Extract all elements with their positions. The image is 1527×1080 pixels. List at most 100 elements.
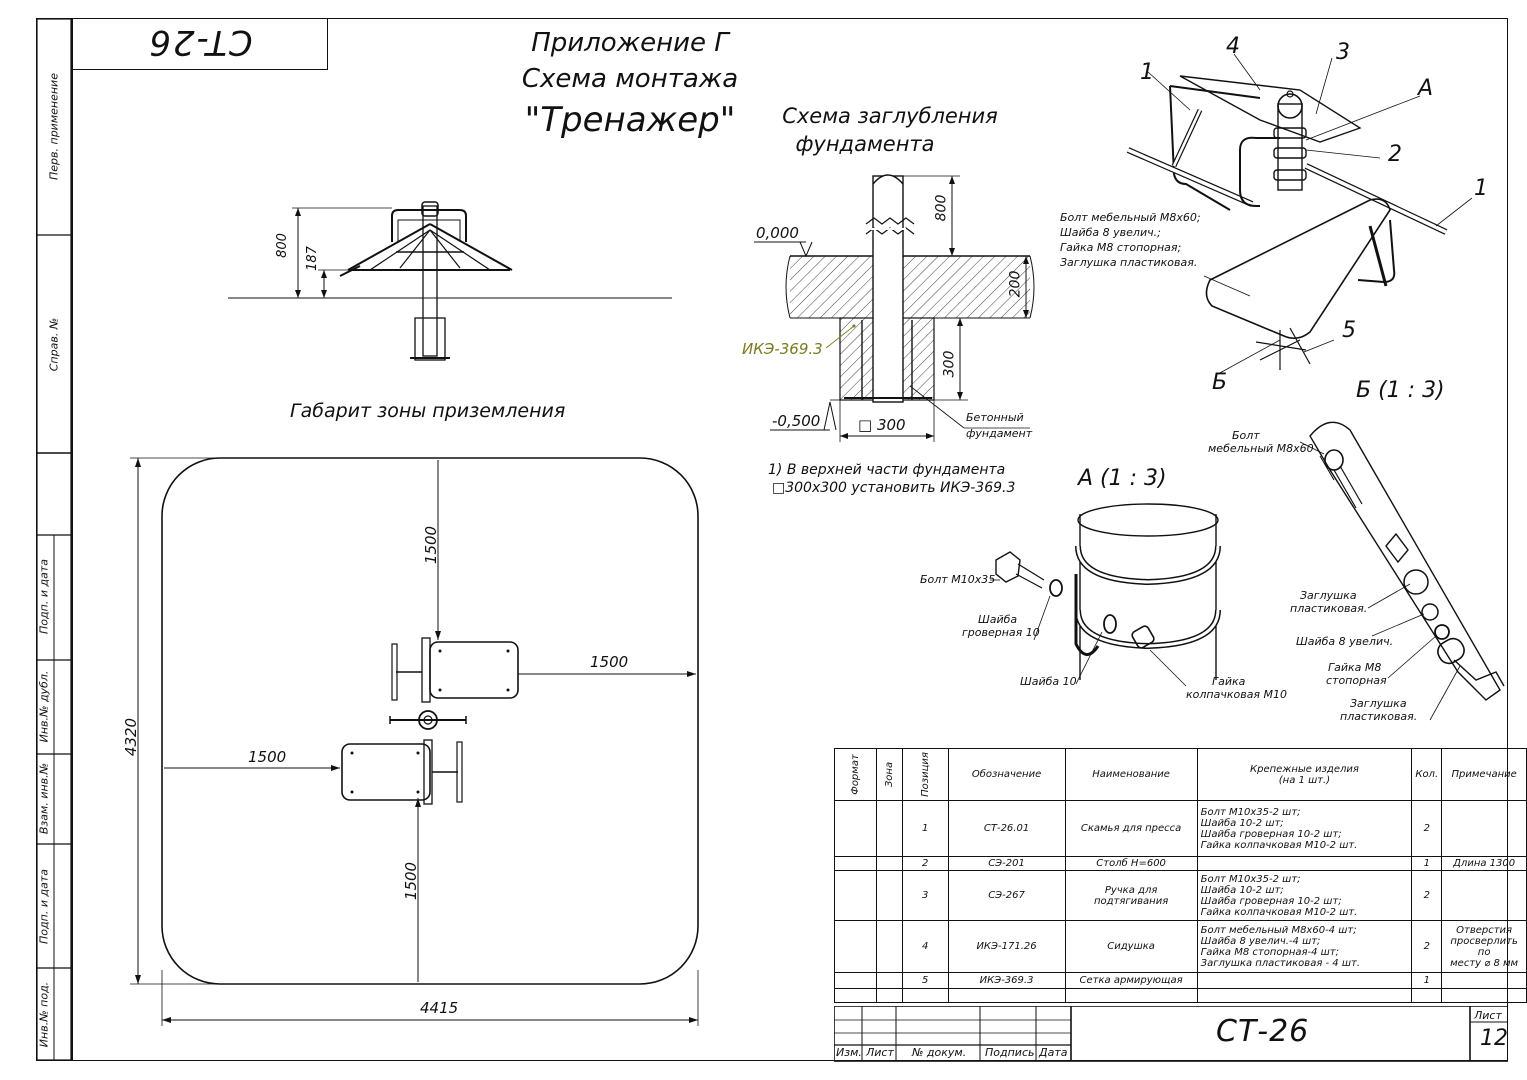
iso-pos-3: 3: [1336, 40, 1350, 65]
spec-cell-qty: 2: [1411, 920, 1443, 973]
detail-a-bolt: Болт М10х35: [920, 573, 996, 586]
iso-pos-B: Б: [1212, 370, 1228, 395]
iso-pos-5: 5: [1342, 318, 1356, 343]
title-line2: Схема монтажа: [521, 64, 739, 94]
spec-header-note: Примечание: [1441, 748, 1527, 801]
spec-note-line: месту ⌀ 8 мм: [1450, 957, 1519, 969]
side-view-drawing: [228, 201, 672, 361]
spec-cell-designation: ИКЭ-171.26: [947, 920, 1066, 973]
landing-title: Габарит зоны приземления: [290, 400, 566, 422]
detail-b-cap1-1: Заглушка: [1300, 589, 1357, 602]
tb-izm: Изм.: [836, 1046, 862, 1059]
landing-zone-drawing: [130, 457, 699, 1026]
table-row: 1 СТ-26.01 Скамья для пресса Болт М10х35…: [834, 800, 1527, 857]
title-line3: "Тренажер": [524, 100, 736, 140]
detail-a-grover-1: Шайба: [978, 613, 1018, 626]
side-dim-800: 800: [274, 233, 290, 258]
table-row: [834, 988, 1527, 1003]
detail-b-nut-1: Гайка М8: [1328, 661, 1382, 674]
table-row: 4 ИКЭ-171.26 Сидушка Болт мебельный М8х6…: [834, 920, 1527, 973]
spec-cell-pos: 2: [901, 856, 949, 871]
spec-cell-pos: 4: [901, 920, 949, 973]
landing-dim-4415: 4415: [420, 999, 459, 1017]
spec-cell-name: Столб Н=600: [1064, 856, 1198, 871]
detail-b-drawing: [1299, 421, 1505, 721]
side-dim-187: 187: [304, 246, 320, 271]
spec-cell-qty: 1: [1411, 856, 1443, 871]
spec-cell-name: Сидушка: [1064, 920, 1198, 973]
foundation-concrete-line2: фундамент: [966, 427, 1033, 440]
spec-cell-name: Сетка армирующая: [1064, 972, 1198, 989]
foundation-note-line2: □300x300 установить ИКЭ-369.3: [772, 480, 1016, 496]
foundation-note-line1: 1) В верхней части фундамента: [768, 462, 1006, 478]
spec-cell-designation: СЭ-201: [947, 856, 1066, 871]
detail-b-cap2-1: Заглушка: [1350, 697, 1407, 710]
spec-cell-fasteners: Болт М10х35-2 шт;Шайба 10-2 шт;Шайба гро…: [1196, 870, 1413, 921]
strip-podp-data-1: Подп. и дата: [37, 559, 51, 634]
detail-b-nut-2: стопорная: [1326, 674, 1387, 687]
spec-header-qty: Кол.: [1411, 748, 1443, 801]
spec-cell-name: Ручка для подтягивания: [1064, 870, 1198, 921]
detail-a-washer10: Шайба 10: [1020, 675, 1077, 688]
spec-fastener-line: Шайба 10-2 шт;: [1200, 884, 1284, 896]
strip-perv-primenenie: Перв. применение: [47, 73, 61, 180]
detail-a-nut-1: Гайка: [1212, 675, 1246, 688]
isometric-drawing: [1126, 53, 1473, 375]
spec-header-row: Формат Зона Позиция Обозначение Наименов…: [834, 748, 1527, 801]
landing-dim-1500-left: 1500: [248, 748, 287, 766]
landing-dim-1500-bottom: 1500: [402, 861, 421, 901]
detail-b-bolt-2: мебельный М8х60: [1208, 442, 1314, 455]
landing-dim-1500-top: 1500: [422, 525, 441, 565]
table-row: 2 СЭ-201 Столб Н=600 1 Длина 1300: [834, 856, 1527, 871]
spec-fastener-line: Гайка М8 стопорная-4 шт;: [1200, 946, 1339, 958]
spec-header-pos: Позиция: [919, 752, 931, 797]
spec-cell-note: Длина 1300: [1441, 856, 1527, 871]
detail-a-title: А (1 : 3): [1078, 466, 1167, 491]
detail-a-nut-2: колпачковая М10: [1186, 688, 1288, 701]
code-box: CT-26: [72, 18, 328, 70]
spec-cell-pos: 5: [901, 972, 949, 989]
strip-inv-dubl: Инв.№ дубл.: [37, 670, 51, 743]
table-row: 5 ИКЭ-369.3 Сетка армирующая 1: [834, 972, 1527, 989]
spec-fastener-line: Заглушка пластиковая - 4 шт.: [1200, 957, 1360, 969]
foundation-dim-sq300: □ 300: [858, 416, 906, 434]
spec-fastener-line: Гайка колпачковая М10-2 шт.: [1200, 839, 1358, 851]
title-block-grid: [834, 1006, 1508, 1062]
foundation-concrete-line1: Бетонный: [966, 411, 1024, 424]
sheet-frame: [72, 18, 1508, 1061]
foundation-title-line1: Схема заглубления: [782, 104, 998, 128]
foundation-title-line2: фундамента: [795, 132, 935, 156]
spec-fastener-line: Шайба гроверная 10-2 шт;: [1200, 895, 1342, 907]
foundation-level-bottom: -0,500: [772, 412, 821, 430]
spec-header-designation: Обозначение: [947, 748, 1066, 801]
spec-cell-qty: 2: [1411, 800, 1443, 857]
spec-cell-qty: 2: [1411, 870, 1443, 921]
title-line1: Приложение Г: [531, 28, 729, 58]
tb-podpis: Подпись: [985, 1046, 1035, 1059]
iso-pos-A: А: [1418, 76, 1434, 101]
iso-pos-2: 2: [1388, 142, 1402, 167]
spec-cell-note: [1441, 800, 1527, 857]
spec-note-line: Отверстия: [1456, 924, 1513, 936]
spec-cell-fasteners: Болт М10х35-2 шт;Шайба 10-2 шт;Шайба гро…: [1196, 800, 1413, 857]
spec-cell-pos: 3: [901, 870, 949, 921]
foundation-drawing: [754, 174, 1035, 442]
detail-a-drawing: [990, 503, 1221, 687]
iso-bolts-line4: Заглушка пластиковая.: [1060, 256, 1198, 269]
iso-bolts-line2: Шайба 8 увелич.;: [1060, 226, 1161, 239]
strip-podp-data-2: Подп. и дата: [37, 869, 51, 944]
spec-cell-pos: 1: [901, 800, 949, 857]
spec-fastener-line: Гайка колпачковая М10-2 шт.: [1200, 906, 1358, 918]
spec-header-fasteners: Крепежные изделия(на 1 шт.): [1196, 748, 1413, 801]
iso-bolts-line1: Болт мебельный М8х60;: [1060, 211, 1201, 224]
spec-fastener-line: Шайба 8 увелич.-4 шт;: [1200, 935, 1321, 947]
spec-cell-fasteners: Болт мебельный М8х60-4 шт;Шайба 8 увелич…: [1196, 920, 1413, 973]
strip-sprav-no: Справ. №: [47, 317, 61, 372]
spec-cell-designation: СЭ-267: [947, 870, 1066, 921]
strip-frame: [36, 18, 72, 1061]
foundation-dim-800: 800: [933, 194, 950, 222]
detail-b-washer: Шайба 8 увелич.: [1296, 635, 1394, 648]
foundation-level-top: 0,000: [756, 224, 799, 242]
spec-cell-designation: ИКЭ-369.3: [947, 972, 1066, 989]
